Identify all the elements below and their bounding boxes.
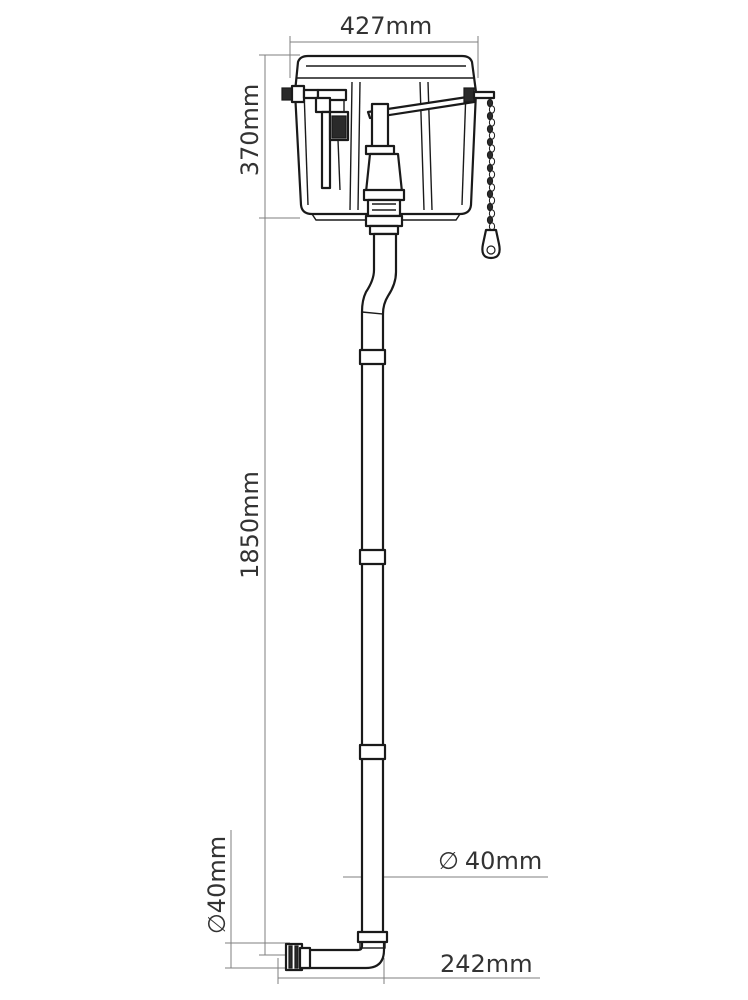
cistern-height-dimension: 370mm bbox=[236, 54, 300, 219]
cistern-width-dimension: 427mm bbox=[289, 12, 479, 78]
pipe-diameter-label: ∅40mm bbox=[438, 847, 542, 875]
outlet-length-dimension: 242mm bbox=[277, 950, 540, 984]
chain-handle bbox=[481, 228, 501, 260]
pull-chain bbox=[486, 98, 496, 231]
cistern-height-label: 370mm bbox=[236, 84, 264, 177]
pipe-height-dimension: 1850mm bbox=[236, 218, 290, 956]
outlet-connector bbox=[284, 942, 312, 972]
pipe-coupling-3 bbox=[358, 743, 387, 761]
flush-lever bbox=[463, 87, 496, 103]
fill-valve bbox=[281, 84, 350, 191]
pipe-diameter-dimension: ∅40mm bbox=[343, 847, 548, 884]
pipe-diameter-value: 40mm bbox=[465, 847, 542, 875]
outlet-diameter-dimension: ∅40mm bbox=[203, 830, 290, 969]
outlet-length-label: 242mm bbox=[440, 950, 533, 978]
outlet-diameter-value: 40mm bbox=[203, 836, 231, 913]
pipe-coupling-2 bbox=[358, 548, 387, 566]
pipe-height-label: 1850mm bbox=[236, 471, 264, 579]
pipe-coupling-4 bbox=[356, 930, 389, 949]
flush-pipe bbox=[298, 232, 398, 970]
outlet-diameter-symbol: ∅ bbox=[203, 913, 231, 934]
cistern-width-label: 427mm bbox=[340, 12, 433, 40]
pipe-coupling-1 bbox=[358, 348, 387, 366]
flush-valve bbox=[362, 94, 476, 236]
pipe-diameter-symbol: ∅ bbox=[438, 847, 459, 875]
outlet-diameter-label: ∅40mm bbox=[203, 836, 231, 934]
